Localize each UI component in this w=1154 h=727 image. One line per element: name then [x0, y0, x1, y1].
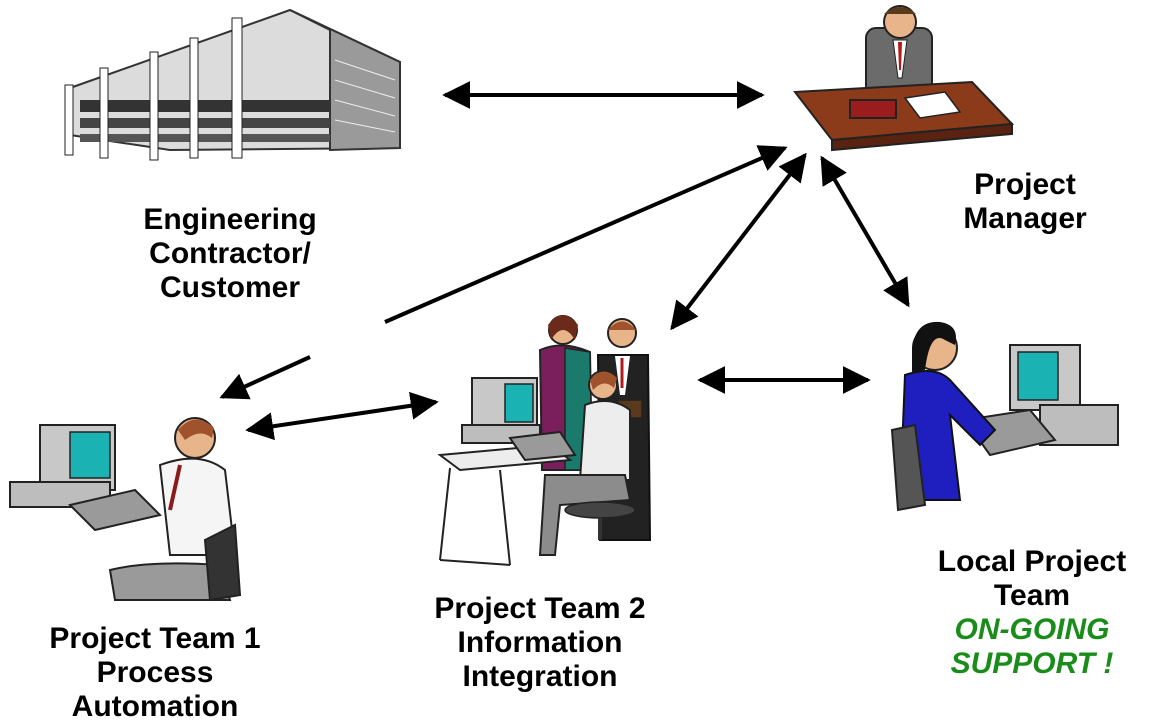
- manager-label-line: Manager: [963, 202, 1087, 235]
- woman-at-computer-icon: [890, 321, 1119, 512]
- local-label-line: Local Project: [937, 545, 1127, 578]
- manager-at-desk-icon: [793, 5, 1015, 152]
- team1-label-line: Project Team 1: [49, 622, 261, 655]
- office-building-icon: [64, 8, 401, 161]
- team2-label-line: Information: [457, 626, 623, 659]
- manager-label: Project Manager: [940, 168, 1110, 236]
- team2-label-line: Project Team 2: [434, 592, 646, 625]
- local-support-note: ON-GOING: [954, 613, 1110, 646]
- local-label: Local Project Team ON-GOING SUPPORT !: [912, 545, 1152, 681]
- team1-label-line: Process: [96, 656, 214, 689]
- arrow-team1-team2: [245, 391, 439, 441]
- connections: [219, 81, 910, 441]
- team1-label-line: Automation: [71, 690, 239, 723]
- arrow-manager-team1: [384, 145, 788, 324]
- team2-label-line: Integration: [462, 660, 618, 693]
- local-label-line: Team: [993, 579, 1071, 612]
- contractor-label-line: Customer: [159, 271, 301, 304]
- contractor-label: Engineering Contractor/ Customer: [120, 203, 340, 305]
- manager-label-line: Project: [974, 168, 1076, 201]
- team-at-computer-icon: [437, 315, 652, 566]
- local-support-note: SUPPORT !: [950, 647, 1114, 680]
- arrow-manager-local: [820, 155, 910, 308]
- contractor-label-line: Contractor/: [149, 237, 311, 270]
- engineer-at-computer-icon: [9, 417, 242, 602]
- team2-label: Project Team 2 Information Integration: [400, 592, 680, 694]
- contractor-label-line: Engineering: [143, 203, 317, 236]
- team1-label: Project Team 1 Process Automation: [15, 622, 295, 724]
- arrow-manager-team2: [670, 152, 807, 331]
- arrow-manager-team1-tail: [219, 355, 311, 400]
